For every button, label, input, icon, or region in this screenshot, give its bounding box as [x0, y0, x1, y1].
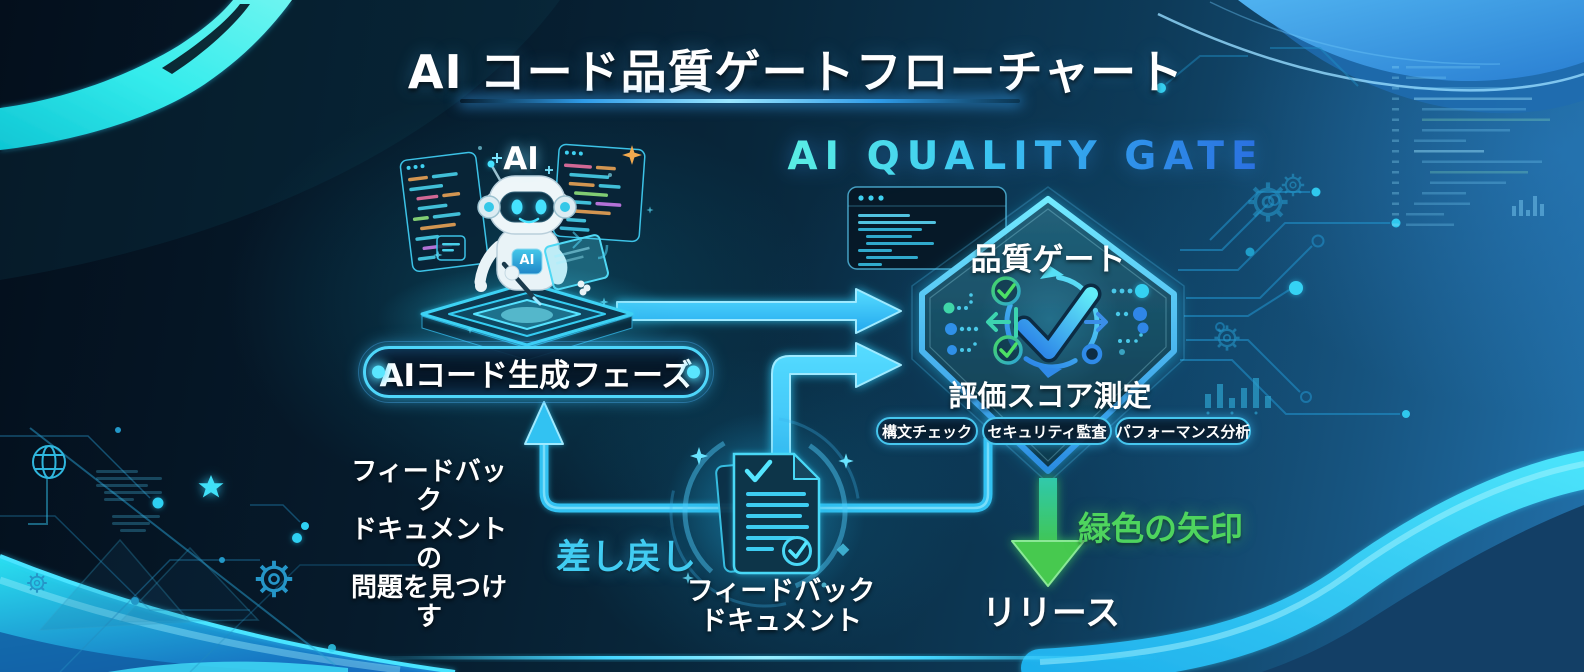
arrow-up-icon [524, 401, 564, 445]
quality-gate-icons [943, 266, 1149, 378]
circuit-decor-left [0, 427, 420, 672]
circuit-decor-right [1156, 47, 1544, 418]
return-label: 差し戻し [556, 538, 697, 578]
hologram-platform [420, 281, 634, 361]
wave-bottom-left [0, 554, 456, 672]
dot-cluster-right [1111, 284, 1149, 355]
bar-chart-icon [1205, 378, 1271, 415]
check-circle-icon [993, 335, 1023, 365]
chest-badge-label: AI [519, 253, 535, 268]
quality-gate-heading: AI QUALITY GATE [787, 134, 1265, 179]
gear-icon [1248, 182, 1287, 221]
arrow-left-icon [986, 307, 1018, 338]
sparkles [433, 145, 654, 334]
check-pill-syntax: 構文チェック [876, 417, 978, 445]
robot-eye [511, 199, 523, 215]
page-title: AI コード品質ゲートフローチャート [407, 45, 1185, 99]
wave-top-right [1157, 0, 1584, 114]
note-card-icon [436, 235, 466, 261]
generation-phase-label: AIコード生成フェーズ [379, 357, 693, 394]
circular-arrow-icon [1004, 274, 1100, 370]
robot-icon [474, 160, 609, 306]
bar-chart-icon [1512, 196, 1544, 216]
globe-icon [28, 445, 66, 525]
feedback-document [665, 412, 865, 612]
title-underline [460, 99, 1020, 103]
ai-floating-label: AI [503, 141, 539, 177]
check-circle-icon [991, 276, 1021, 306]
ground-glow-line [370, 656, 1160, 660]
feedback-note-line: ドキュメントの [350, 515, 507, 574]
release-label: リリース [981, 594, 1121, 634]
robot-illustration [377, 143, 677, 370]
check-pill-security: セキュリティ監査 [982, 417, 1112, 445]
generation-phase-pill: AIコード生成フェーズ [358, 341, 714, 403]
arrow-right-icon [1084, 312, 1108, 332]
connector-dot-left [372, 365, 385, 379]
faint-code-block [1392, 66, 1550, 226]
faint-code-lines [96, 470, 162, 532]
feedback-note: フィードバック ドキュメントの 問題を見つけす [343, 458, 515, 632]
gear-icon [253, 558, 295, 600]
document-label-line: ドキュメント [700, 606, 862, 637]
chest-badge [511, 248, 543, 275]
release-arrow-icon [1011, 478, 1085, 587]
check-pill-performance: パフォーマンス分析 [1115, 417, 1251, 445]
feedback-note-line: フィードバック [351, 457, 507, 516]
document-check-icon [732, 452, 821, 575]
robot-eye [535, 199, 547, 215]
browser-window-icon [847, 186, 1007, 270]
dot-cluster-left [943, 293, 979, 355]
gear-icon [1280, 172, 1306, 198]
gear-icon [1213, 324, 1241, 352]
check-pill-label: セキュリティ監査 [987, 422, 1107, 441]
commit-node-icon [1081, 343, 1103, 365]
check-pill-label: パフォーマンス分析 [1115, 422, 1251, 441]
star-icon [198, 475, 224, 498]
check-pill-label: 構文チェック [882, 422, 973, 441]
hexagon-subtitle: 評価スコア測定 [948, 379, 1152, 413]
code-window-icon [399, 151, 489, 273]
check-gate-icon [1013, 283, 1102, 363]
green-arrow-label: 緑色の矢印 [1078, 509, 1243, 548]
hexagon-title: 品質ゲート [970, 242, 1126, 278]
wave-top-left [0, 0, 560, 280]
connector-dot-right [687, 365, 700, 379]
wave-bottom-right [1021, 451, 1584, 672]
document-label-line: フィードバック [686, 576, 876, 607]
document-label: フィードバック ドキュメント [681, 577, 881, 637]
feedback-note-line: 問題を見つけす [350, 573, 507, 632]
